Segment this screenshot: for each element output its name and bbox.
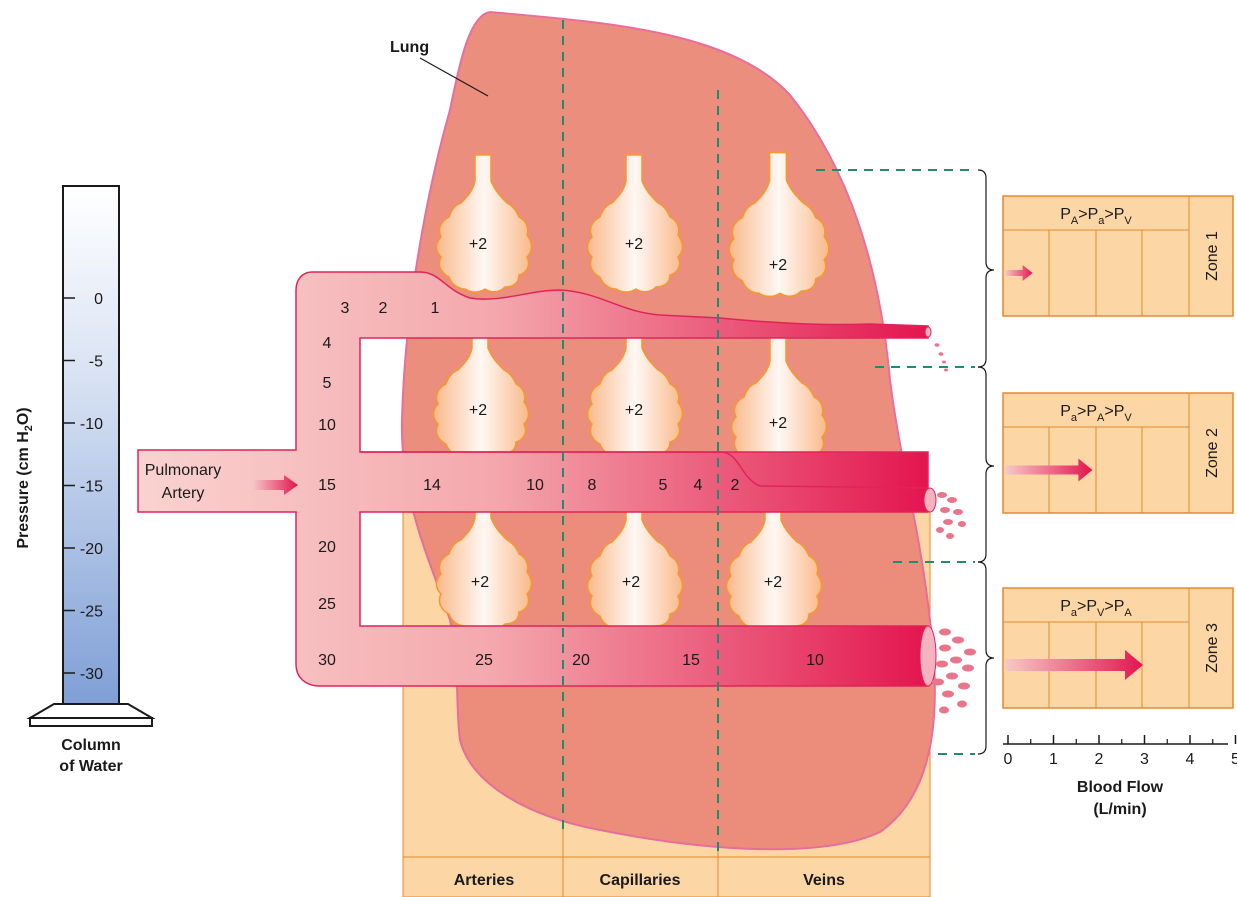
pressure-value: 15 (318, 477, 336, 494)
blood-flow-label-2: (L/min) (1093, 801, 1146, 818)
pressure-value: 25 (318, 596, 336, 613)
pulmonary-artery-label-1: Pulmonary (145, 462, 221, 479)
alveolar-pressure-value: +2 (469, 236, 487, 253)
flow-tick-label: 5 (1231, 751, 1237, 768)
pressure-label-prefix: Pressure (cm H (15, 431, 32, 548)
column-label-veins: Veins (803, 872, 845, 889)
pressure-value: 10 (526, 477, 544, 494)
pressure-value: 30 (318, 652, 336, 669)
pressure-value: 2 (379, 300, 388, 317)
blood-droplets (932, 343, 976, 713)
pressure-value: 20 (318, 539, 336, 556)
pressure-label-suffix: O) (15, 407, 32, 425)
water-tick-label: -30 (80, 666, 103, 683)
lung-label: Lung (390, 39, 429, 56)
water-tick-label: -15 (80, 479, 103, 496)
alveolar-pressure-value: +2 (622, 574, 640, 591)
pressure-value: 20 (572, 652, 590, 669)
pressure-value: 1 (431, 300, 440, 317)
water-tick-label: -5 (89, 354, 103, 371)
pressure-value: 2 (731, 477, 740, 494)
water-tick-label: -20 (80, 541, 103, 558)
water-column (30, 186, 152, 726)
pressure-value: 14 (423, 477, 441, 494)
flow-tick-label: 0 (1004, 751, 1013, 768)
alveolar-pressure-value: +2 (469, 402, 487, 419)
zone-name: Zone 1 (1204, 231, 1221, 281)
column-of-water-label-2: of Water (59, 758, 122, 775)
pressure-axis-label: Pressure (cm H2O) (15, 407, 35, 548)
pressure-value: 10 (318, 417, 336, 434)
alveolar-pressure-value: +2 (769, 415, 787, 432)
zone-name: Zone 2 (1204, 428, 1221, 478)
alveolar-pressure-value: +2 (471, 574, 489, 591)
alveolar-pressure-value: +2 (769, 257, 787, 274)
column-label-capillaries: Capillaries (600, 872, 681, 889)
pressure-value: 4 (323, 335, 332, 352)
water-tick-label: -10 (80, 416, 103, 433)
water-tick-label: -25 (80, 604, 103, 621)
pressure-value: 4 (694, 477, 703, 494)
flow-tick-label: 4 (1186, 751, 1195, 768)
column-label-arteries: Arteries (454, 872, 515, 889)
alveolar-pressure-value: +2 (764, 574, 782, 591)
pressure-value: 25 (475, 652, 493, 669)
alveolar-pressure-value: +2 (625, 236, 643, 253)
pressure-value: 3 (341, 300, 350, 317)
pressure-value: 5 (659, 477, 668, 494)
flow-ticks: 0 1 2 3 4 5 (1004, 735, 1237, 768)
blood-flow-label-1: Blood Flow (1077, 779, 1164, 796)
zone-name: Zone 3 (1204, 623, 1221, 673)
pressure-value: 8 (588, 477, 597, 494)
pressure-value: 5 (323, 375, 332, 392)
flow-tick-label: 2 (1095, 751, 1104, 768)
flow-tick-label: 1 (1049, 751, 1058, 768)
water-tick-label: 0 (94, 291, 103, 308)
zone-braces (978, 170, 994, 754)
pressure-value: 10 (806, 652, 824, 669)
alveolar-pressure-value: +2 (625, 402, 643, 419)
column-of-water-label-1: Column (61, 737, 121, 754)
alveoli (434, 153, 829, 631)
pulmonary-artery-label-2: Artery (162, 485, 205, 502)
pressure-value: 15 (682, 652, 700, 669)
flow-tick-label: 3 (1140, 751, 1149, 768)
